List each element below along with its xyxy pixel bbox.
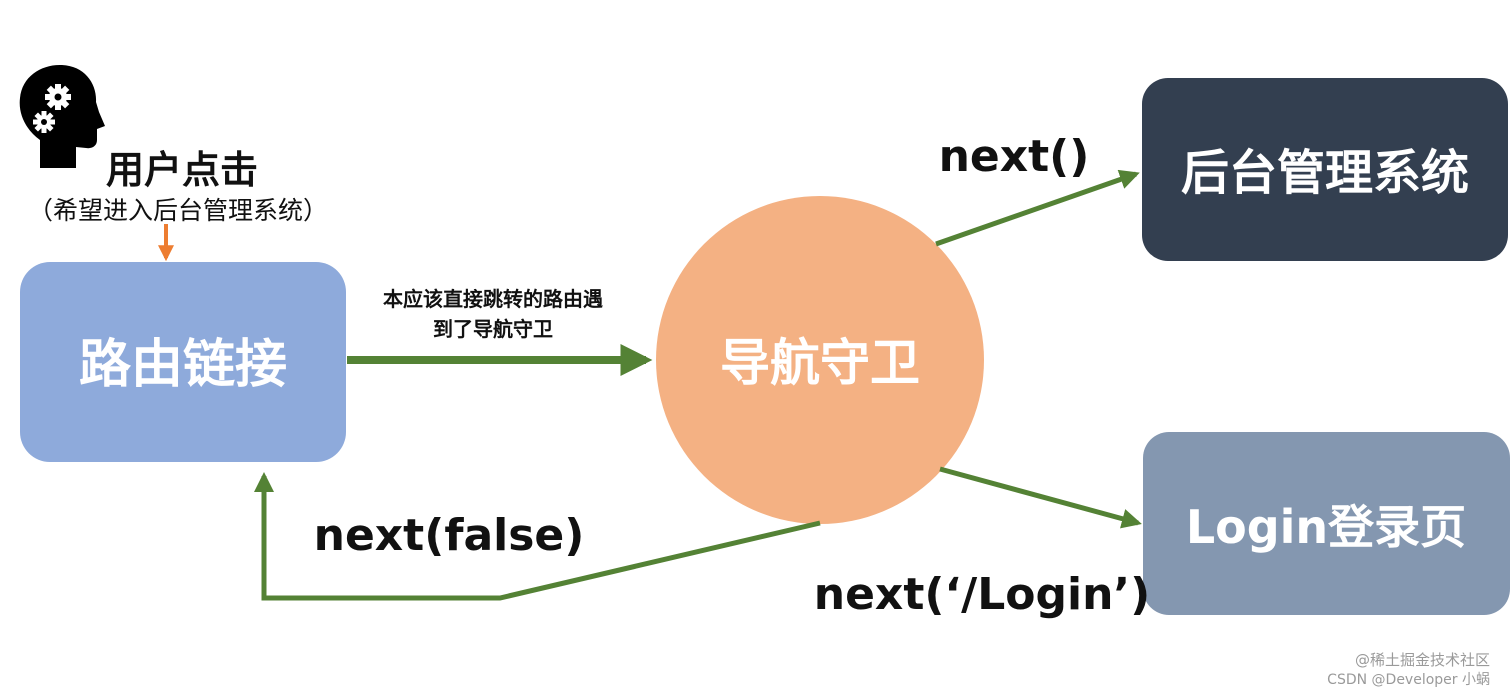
guard-to-login-arrow	[939, 466, 1142, 529]
admin-system-node	[1142, 78, 1508, 261]
login-page-node	[1143, 432, 1510, 615]
route-to-guard-label-line2: 到了导航守卫	[433, 317, 553, 341]
watermark-line1: @稀土掘金技术社区	[1355, 651, 1490, 669]
route-link-label: 路由链接	[79, 335, 287, 395]
route-link-node	[20, 262, 346, 462]
head-gears-icon	[19, 64, 105, 168]
guard-to-admin-label: next()	[939, 131, 1090, 182]
guard-to-route-arrow	[254, 472, 821, 601]
route-to-guard-label-line1: 本应该直接跳转的路由遇	[383, 287, 603, 311]
user-click-subtitle: （希望进入后台管理系统）	[28, 196, 328, 225]
watermark-line2: CSDN @Developer 小蜗	[1327, 672, 1490, 688]
guard-to-route-label: next(false)	[314, 510, 585, 561]
login-page-label: Login登录页	[1186, 500, 1466, 554]
user-click-title: 用户点击	[106, 148, 258, 192]
navigation-guard-label: 导航守卫	[720, 334, 920, 392]
admin-system-label: 后台管理系统	[1181, 145, 1469, 201]
guard-to-login-label: next(‘/Login’)	[814, 569, 1150, 620]
guard-to-admin-arrow	[935, 169, 1140, 247]
navigation-guard-node	[656, 196, 984, 524]
